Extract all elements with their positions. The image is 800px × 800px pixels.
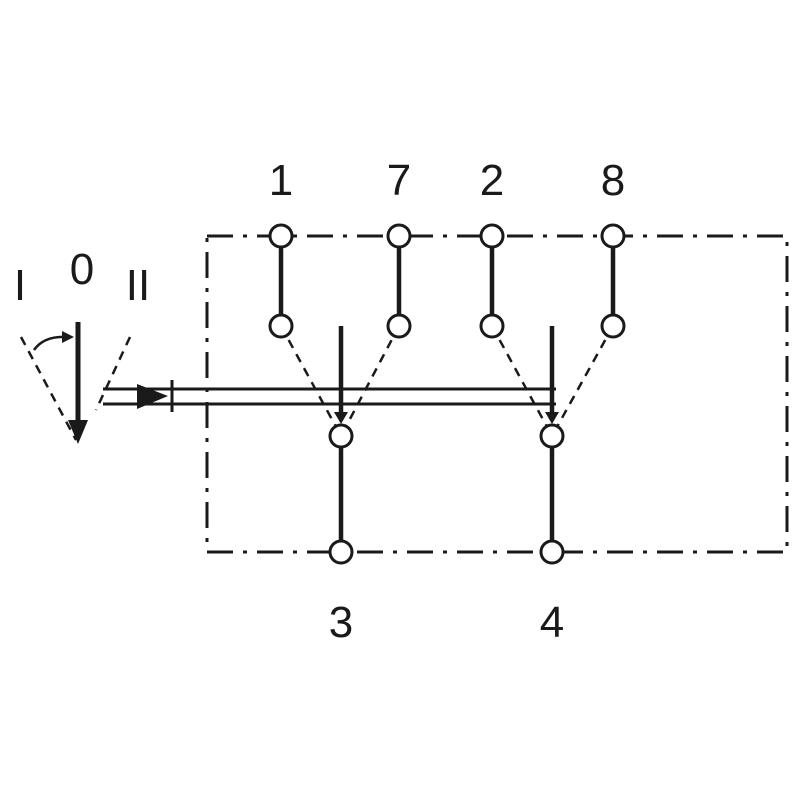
terminal-label-7: 7 bbox=[387, 156, 411, 205]
actuator-arrow-icon bbox=[137, 384, 168, 409]
position-label-0: 0 bbox=[70, 245, 94, 294]
terminal-7-top bbox=[386, 223, 412, 249]
actuator-rod bbox=[103, 380, 556, 412]
contact-1 bbox=[268, 313, 294, 339]
position-label-ii: II bbox=[126, 261, 150, 310]
terminal-8-top bbox=[600, 223, 626, 249]
terminal-label-8: 8 bbox=[601, 156, 625, 205]
rotation-arrow-icon bbox=[32, 335, 67, 351]
terminal-label-1: 1 bbox=[269, 156, 293, 205]
terminal-3-bottom bbox=[328, 539, 354, 565]
contact-8 bbox=[600, 313, 626, 339]
contact-2 bbox=[479, 313, 505, 339]
terminal-label-2: 2 bbox=[480, 156, 504, 205]
terminal-label-3: 3 bbox=[329, 598, 353, 647]
common-3 bbox=[328, 423, 354, 449]
contact-7 bbox=[386, 313, 412, 339]
lever-arrowhead bbox=[68, 420, 88, 444]
position-label-i: I bbox=[14, 261, 26, 310]
terminal-4-bottom bbox=[539, 539, 565, 565]
terminal-label-4: 4 bbox=[540, 598, 564, 647]
common-4 bbox=[539, 423, 565, 449]
terminal-2-top bbox=[479, 223, 505, 249]
terminal-1-top bbox=[268, 223, 294, 249]
toggle-lever bbox=[19, 322, 132, 444]
switch-housing bbox=[205, 234, 789, 554]
